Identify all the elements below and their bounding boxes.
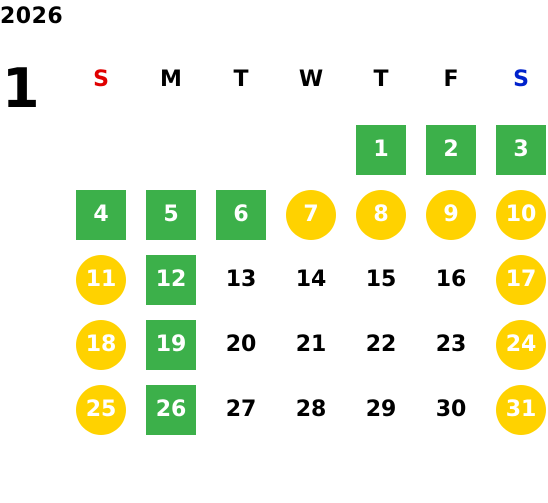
day-cell[interactable]: 27 — [225, 397, 257, 422]
day-cell[interactable]: 29 — [365, 397, 397, 422]
day-cell[interactable]: 16 — [435, 267, 467, 292]
day-cell[interactable]: 30 — [435, 397, 467, 422]
weekday-header: T — [233, 67, 249, 92]
day-cell[interactable]: 25 — [76, 385, 126, 435]
day-cell[interactable]: 23 — [435, 332, 467, 357]
day-cell[interactable]: 18 — [76, 320, 126, 370]
day-cell[interactable]: 15 — [365, 267, 397, 292]
weekday-header: F — [443, 67, 459, 92]
day-cell[interactable]: 19 — [146, 320, 196, 370]
weekday-header: S — [513, 67, 529, 92]
day-cell[interactable]: 9 — [426, 190, 476, 240]
day-cell[interactable]: 21 — [295, 332, 327, 357]
day-cell[interactable]: 24 — [496, 320, 546, 370]
day-cell[interactable]: 1 — [356, 125, 406, 175]
year-label: 2026 — [0, 4, 64, 29]
day-cell[interactable]: 31 — [496, 385, 546, 435]
day-cell[interactable]: 11 — [76, 255, 126, 305]
day-cell[interactable]: 13 — [225, 267, 257, 292]
month-number: 1 — [2, 57, 40, 120]
day-cell[interactable]: 8 — [356, 190, 406, 240]
weekday-header: T — [373, 67, 389, 92]
day-cell[interactable]: 12 — [146, 255, 196, 305]
day-cell[interactable]: 28 — [295, 397, 327, 422]
day-cell[interactable]: 2 — [426, 125, 476, 175]
day-cell[interactable]: 6 — [216, 190, 266, 240]
weekday-header: S — [93, 67, 109, 92]
weekday-header: M — [160, 67, 182, 92]
day-cell[interactable]: 26 — [146, 385, 196, 435]
day-cell[interactable]: 7 — [286, 190, 336, 240]
weekday-header: W — [298, 67, 324, 92]
day-cell[interactable]: 20 — [225, 332, 257, 357]
day-cell[interactable]: 10 — [496, 190, 546, 240]
day-cell[interactable]: 17 — [496, 255, 546, 305]
day-cell[interactable]: 4 — [76, 190, 126, 240]
day-cell[interactable]: 5 — [146, 190, 196, 240]
day-cell[interactable]: 3 — [496, 125, 546, 175]
day-cell[interactable]: 14 — [295, 267, 327, 292]
day-cell[interactable]: 22 — [365, 332, 397, 357]
